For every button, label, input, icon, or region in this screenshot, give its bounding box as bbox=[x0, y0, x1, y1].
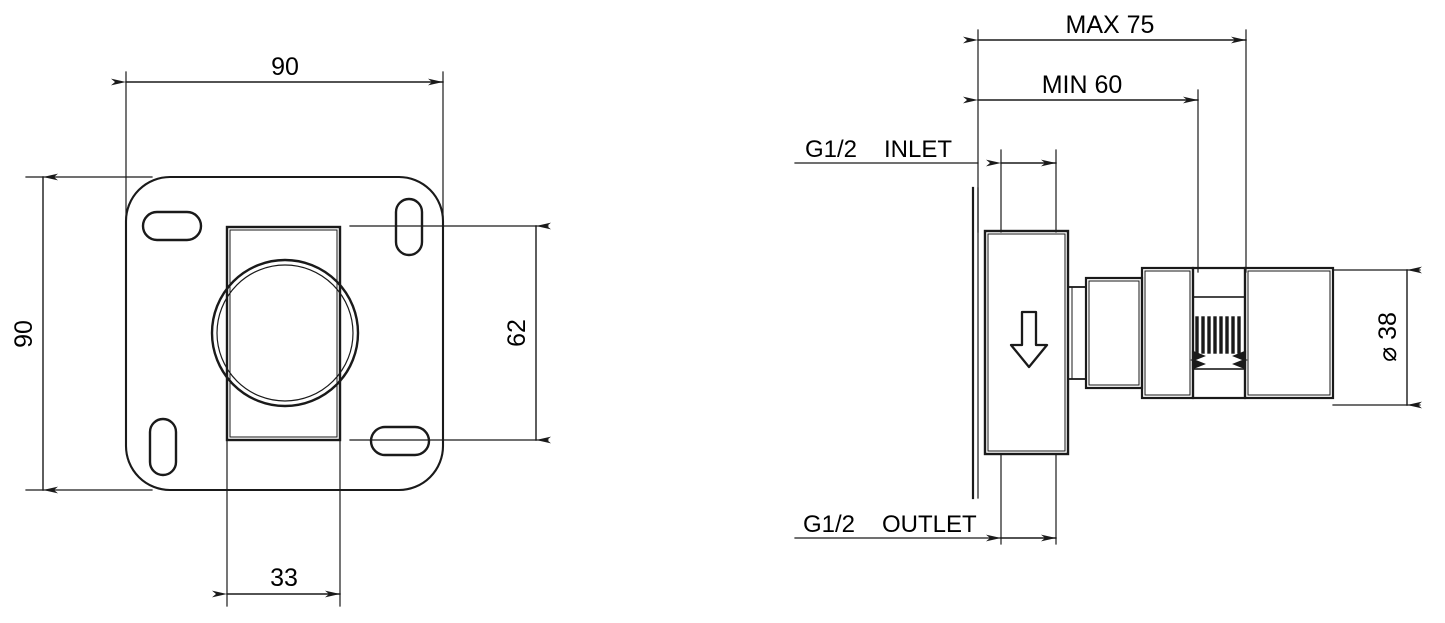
wall-surface-line bbox=[971, 186, 979, 500]
thread-profile-left bbox=[1190, 350, 1206, 370]
label-outlet-thread: G1/2 bbox=[803, 511, 855, 538]
escutcheon-plate-outline bbox=[124, 175, 445, 492]
label-inlet-port: INLET bbox=[884, 136, 952, 163]
cartridge-body-inner bbox=[1144, 270, 1191, 396]
cartridge-collar bbox=[1084, 276, 1144, 390]
dim-side-min-depth: MIN 60 bbox=[1042, 71, 1123, 99]
dim-front-height-90: 90 bbox=[10, 320, 38, 348]
threaded-section-outline bbox=[1191, 266, 1247, 400]
label-inlet-thread: G1/2 bbox=[805, 136, 857, 163]
mounting-slot-top-right bbox=[394, 197, 424, 257]
drawing-text-labels: 90 90 62 33 MAX 75 MIN 60 ⌀ 38 G1/2 INLE… bbox=[10, 11, 1402, 592]
diameter-value: 38 bbox=[1374, 312, 1402, 340]
dim-front-body-width-33: 33 bbox=[270, 564, 298, 592]
cartridge-body bbox=[1140, 266, 1195, 400]
knurl-hatching bbox=[1195, 316, 1241, 354]
front-view-group bbox=[25, 71, 551, 607]
front-view-extension-lines bbox=[25, 71, 549, 607]
escutcheon-plate-side-inner bbox=[987, 233, 1066, 452]
mounting-slot-bottom-left bbox=[148, 417, 178, 477]
escutcheon-plate-side bbox=[983, 229, 1070, 456]
side-view-group bbox=[794, 29, 1422, 545]
cartridge-collar-inner bbox=[1088, 280, 1140, 386]
spindle-stub bbox=[1067, 286, 1087, 380]
flow-direction-arrow-icon bbox=[1009, 310, 1049, 369]
mounting-slot-bottom-right bbox=[369, 425, 431, 457]
cartridge-end-cap bbox=[1243, 266, 1335, 400]
thread-profile-right bbox=[1232, 350, 1248, 370]
dim-side-max-depth: MAX 75 bbox=[1066, 11, 1155, 39]
dim-front-width-90: 90 bbox=[271, 53, 299, 81]
cartridge-end-cap-inner bbox=[1247, 270, 1331, 396]
handle-base-rect-outer bbox=[225, 225, 342, 442]
front-view-dimension-lines bbox=[42, 78, 551, 598]
handle-knob-outer bbox=[210, 258, 360, 408]
handle-knob-inner bbox=[216, 264, 354, 402]
threaded-section-bore bbox=[1192, 296, 1246, 370]
handle-base-rect-inner bbox=[229, 229, 338, 438]
dim-front-slot-span-62: 62 bbox=[503, 319, 531, 347]
side-view-extension-lines bbox=[794, 29, 1421, 545]
side-view-dimension-lines bbox=[963, 36, 1422, 542]
mounting-slot-top-left bbox=[141, 210, 203, 242]
dim-side-diameter-38: ⌀ 38 bbox=[1374, 312, 1402, 362]
label-outlet-port: OUTLET bbox=[882, 511, 977, 538]
diameter-symbol: ⌀ bbox=[1374, 347, 1402, 362]
